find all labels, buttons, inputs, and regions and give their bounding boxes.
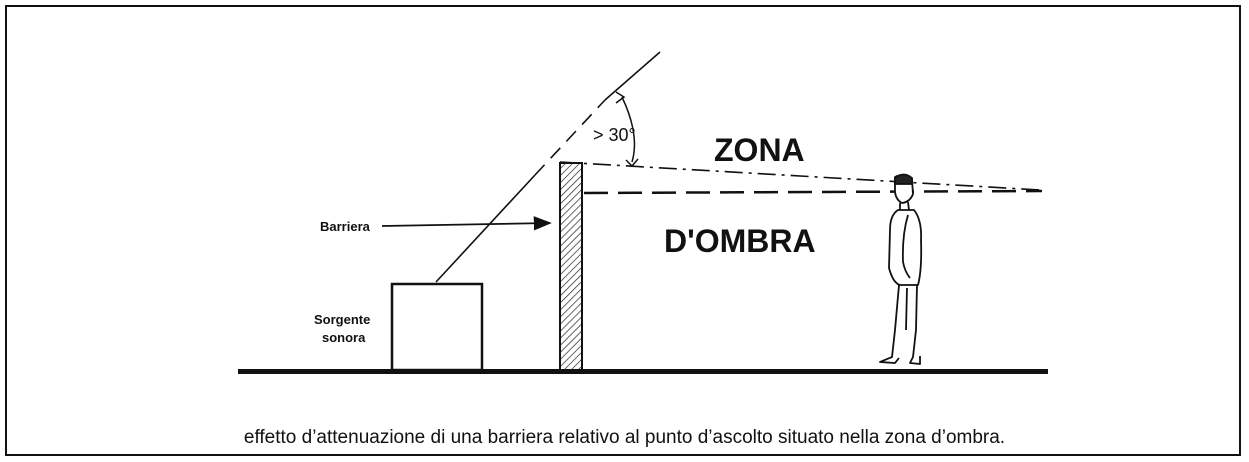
listener-figure [879, 173, 923, 365]
source-label-line2: sonora [322, 330, 366, 345]
zone-label-top: ZONA [714, 132, 805, 168]
source-ray-upper [604, 51, 661, 101]
angle-arrow-bottom [625, 158, 639, 168]
ground-line [238, 369, 1048, 374]
angle-arrow-top [615, 91, 626, 104]
source-label-line1: Sorgente [314, 312, 370, 327]
angle-label: > 30° [593, 125, 636, 145]
barrier-label: Barriera [320, 219, 371, 234]
sound-source-box [390, 282, 484, 372]
zone-label-bottom: D'OMBRA [664, 223, 816, 259]
barrier-arrow [381, 216, 552, 231]
angle-arc [621, 96, 636, 163]
source-ray-solid [435, 174, 536, 283]
dashed-horizontal-line [583, 189, 1043, 195]
barrier-wall [559, 162, 583, 371]
figure-caption: effetto d’attenuazione di una barriera r… [243, 427, 1006, 448]
source-ray-dashed [534, 99, 606, 176]
figure-frame [5, 5, 1241, 456]
shadow-boundary-line [559, 161, 1041, 191]
